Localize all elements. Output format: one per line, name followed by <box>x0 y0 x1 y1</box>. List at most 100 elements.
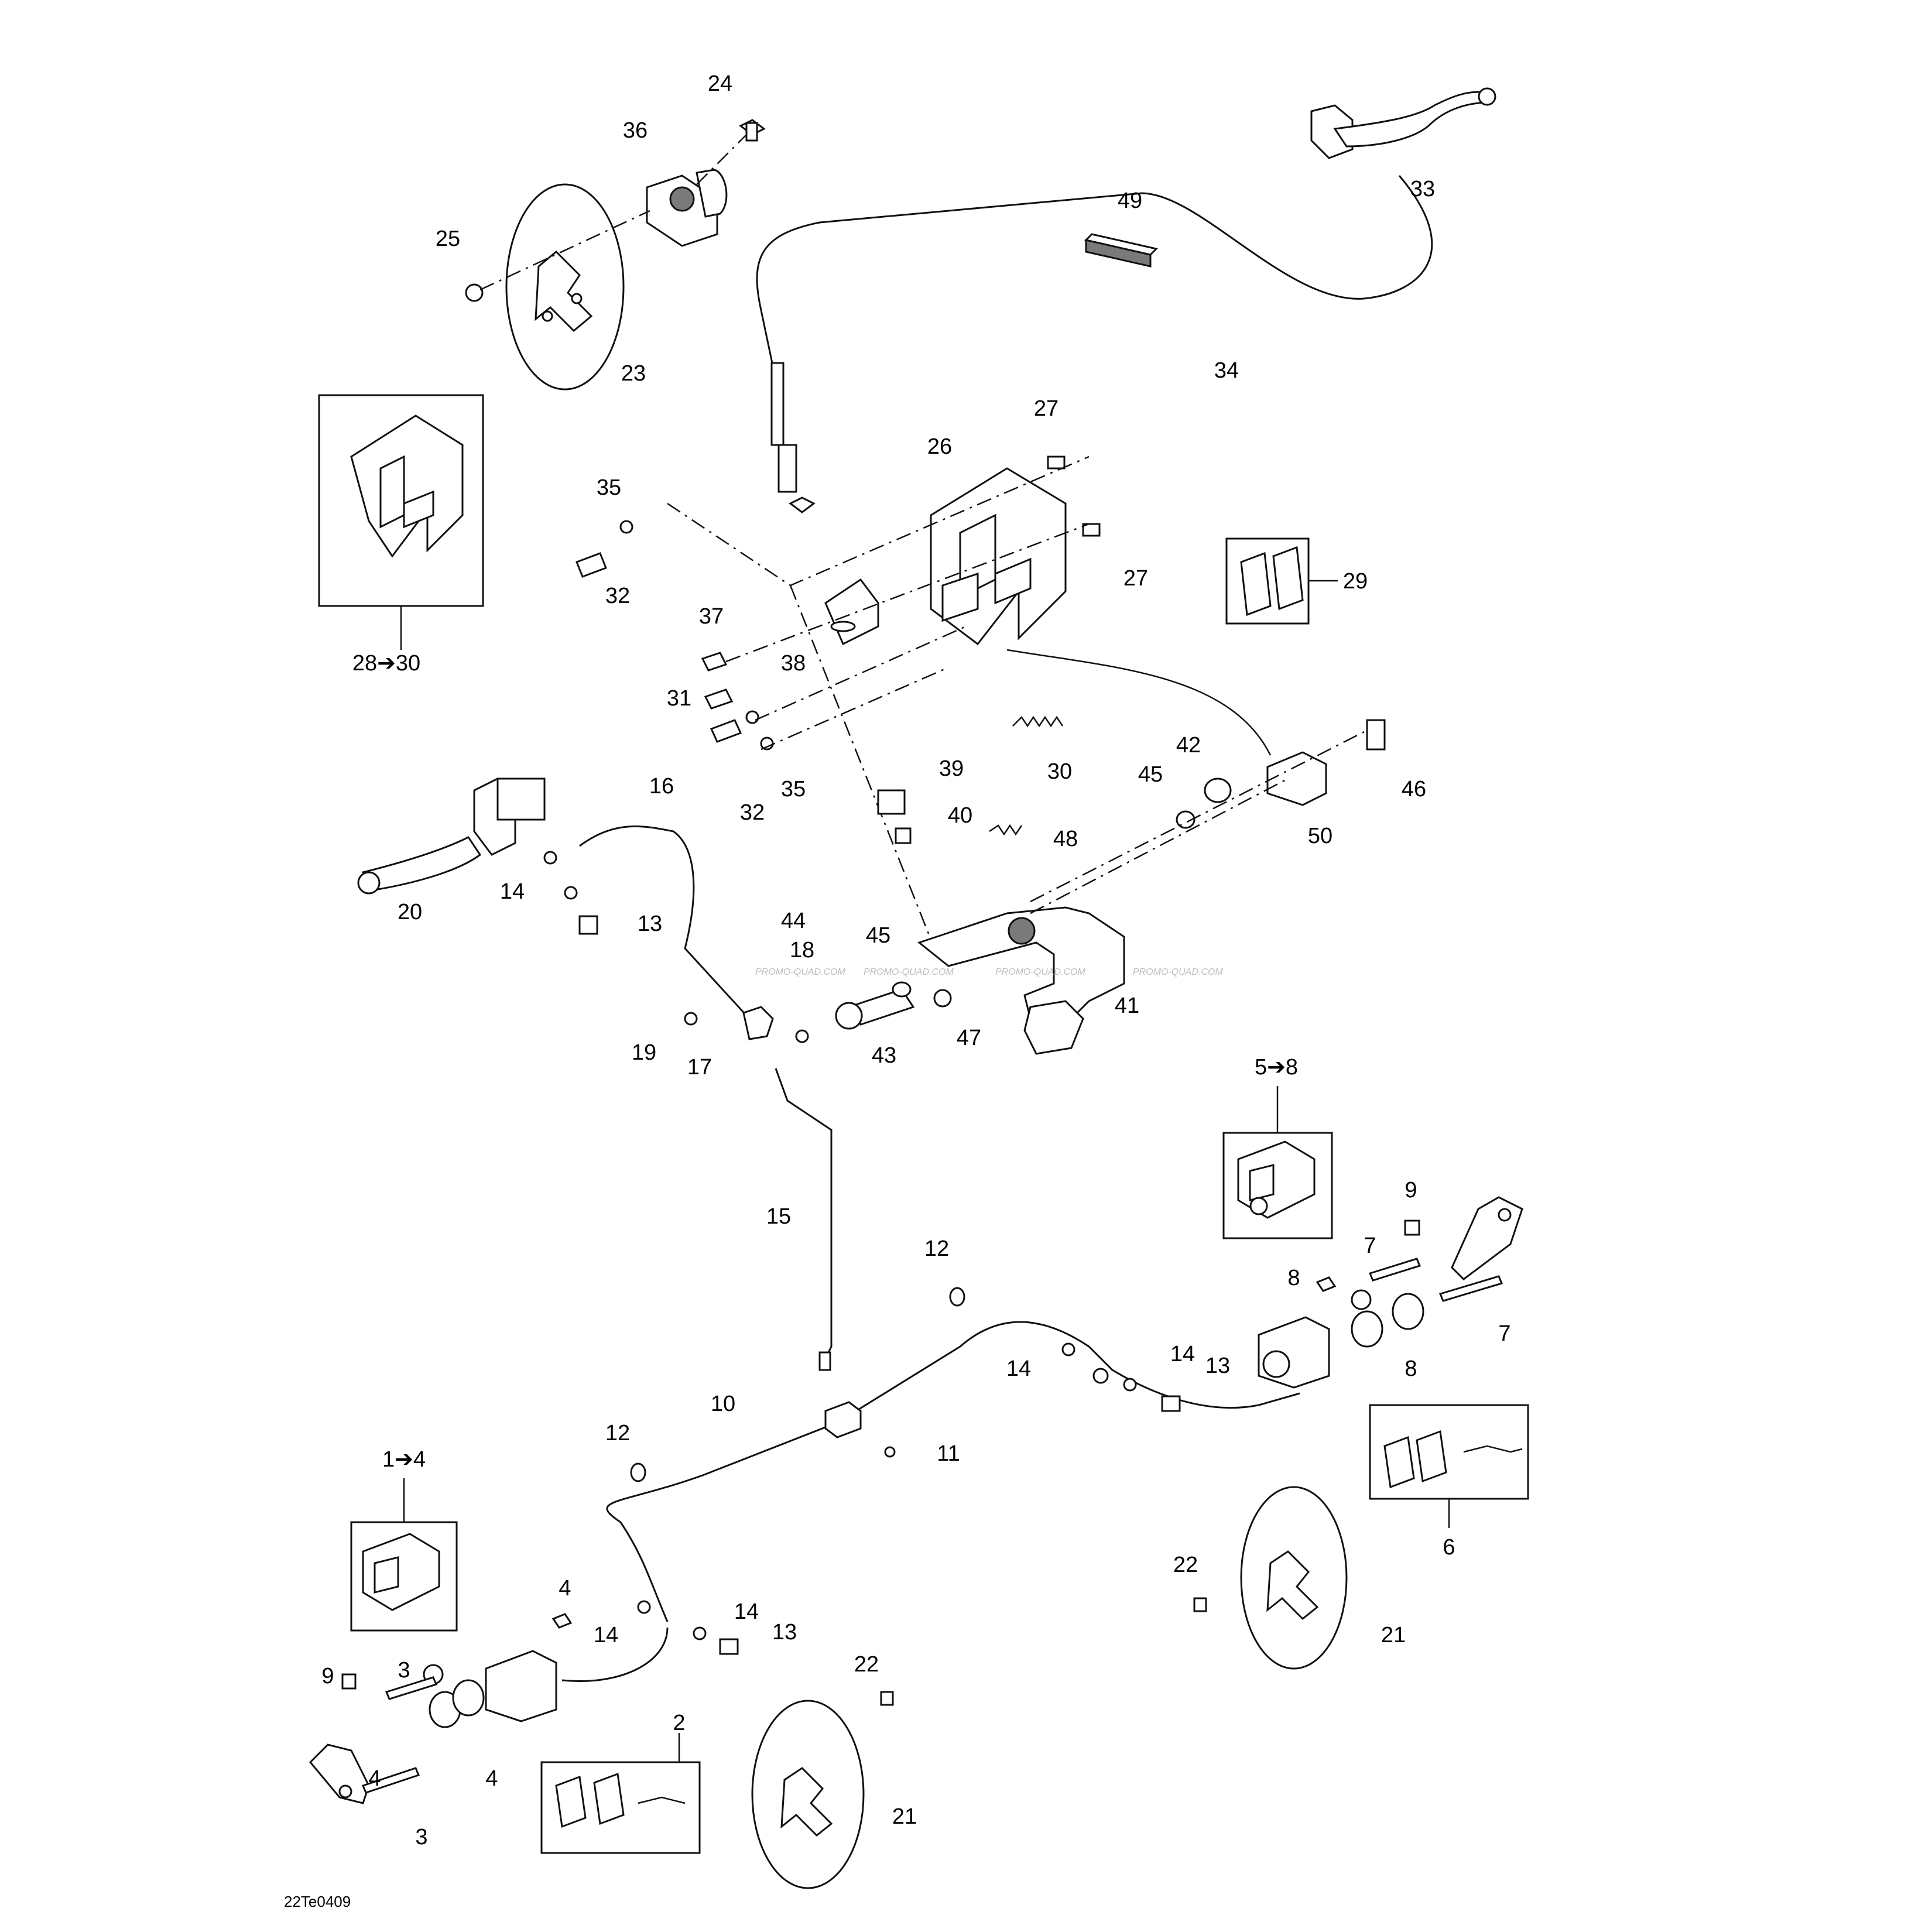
inset-box-5-8 <box>1222 1132 1333 1239</box>
bolt-22-left <box>880 1691 894 1706</box>
callout-c14a: 14 <box>500 879 525 904</box>
master-cylinder-20 <box>357 777 546 895</box>
callout-c10: 10 <box>711 1392 735 1416</box>
front-brake-disc-23 <box>505 183 625 390</box>
tee-fitting-10 <box>824 1401 896 1458</box>
brake-pedal-41 <box>917 906 1125 1055</box>
inset-box-1-4 <box>350 1521 458 1632</box>
brake-line-15 <box>775 1068 833 1371</box>
callout-c13b: 13 <box>1205 1354 1230 1378</box>
caliper-bracket-left <box>309 1743 370 1804</box>
bolt-9-left <box>341 1673 357 1690</box>
callout-c26: 26 <box>927 434 952 459</box>
callout-c3b: 3 <box>415 1825 427 1849</box>
watermark-4: PROMO-QUAD.COM <box>1133 967 1223 977</box>
parking-cable-34 <box>756 175 1433 513</box>
callout-c13c: 13 <box>772 1620 797 1645</box>
callout-c39: 39 <box>939 756 964 781</box>
callout-c14d: 14 <box>594 1623 618 1647</box>
bolt-9-right <box>1404 1220 1420 1236</box>
fittings-13-14-left <box>637 1600 739 1655</box>
callout-c43: 43 <box>872 1043 896 1068</box>
callout-c38: 38 <box>781 651 806 676</box>
hand-lever-33 <box>1310 87 1496 159</box>
inset-box-2 <box>540 1761 701 1854</box>
pivot-43 <box>835 988 915 1030</box>
callout-c2: 2 <box>673 1711 685 1735</box>
callout-c48: 48 <box>1053 827 1078 851</box>
caliper-bracket-right <box>1451 1196 1523 1280</box>
callout-c25: 25 <box>436 227 460 251</box>
callout-c13a: 13 <box>638 912 662 936</box>
callout-c27a: 27 <box>1034 396 1059 421</box>
inset-box-29 <box>1225 537 1310 625</box>
rear-disc-21-right <box>1240 1486 1348 1670</box>
callout-c7b: 7 <box>1498 1321 1510 1346</box>
link-39-40-48 <box>877 789 1023 844</box>
callout-c22b: 22 <box>854 1652 879 1677</box>
callout-c37: 37 <box>699 604 724 629</box>
callout-c16: 16 <box>649 774 674 799</box>
callout-c14e: 14 <box>734 1599 759 1624</box>
watermark-1: PROMO-QUAD.COM <box>755 967 845 977</box>
callout-c32b: 32 <box>740 800 765 825</box>
bolt-22-right <box>1193 1597 1207 1612</box>
callout-c46: 46 <box>1402 777 1426 801</box>
caliper-left <box>423 1613 573 1728</box>
bolts-31-32-37 <box>576 520 774 751</box>
caliper-right <box>1258 1276 1424 1389</box>
callout-c33: 33 <box>1410 177 1435 201</box>
callout-c6: 6 <box>1443 1535 1455 1560</box>
callout-c17: 17 <box>687 1055 712 1080</box>
callout-c11: 11 <box>937 1441 960 1466</box>
callout-c4b: 4 <box>368 1766 381 1791</box>
pedal-bracket-26 <box>930 467 1067 646</box>
callout-c22a: 22 <box>1173 1553 1198 1577</box>
callout-c14b: 14 <box>1170 1342 1195 1366</box>
cable-clip-49 <box>1084 233 1158 268</box>
bolt-27-top <box>1047 455 1066 470</box>
arrow-50-to-26 <box>1006 649 1272 756</box>
callout-c20: 20 <box>398 900 422 924</box>
callout-c3a: 3 <box>398 1658 410 1683</box>
callout-c15: 15 <box>766 1204 791 1229</box>
callout-c8b: 8 <box>1405 1356 1417 1381</box>
rear-disc-21-left <box>751 1700 865 1889</box>
inset-box-6 <box>1369 1404 1529 1500</box>
rear-brake-line-10 <box>561 1321 1300 1682</box>
callout-c2830: 28➔30 <box>352 651 420 676</box>
callout-c12a: 12 <box>924 1236 949 1261</box>
callout-c58: 5➔8 <box>1255 1055 1298 1080</box>
callout-c23: 23 <box>621 361 646 386</box>
callout-c9b: 9 <box>321 1664 334 1688</box>
nut-25 <box>465 283 484 302</box>
callout-c29: 29 <box>1343 569 1368 594</box>
clips-12 <box>630 1287 965 1482</box>
callout-c7a: 7 <box>1364 1234 1376 1258</box>
bolt-24 <box>739 119 766 142</box>
callout-c4a: 4 <box>559 1576 571 1601</box>
callout-c47: 47 <box>957 1026 981 1050</box>
callout-c18: 18 <box>790 938 814 962</box>
axis-line <box>479 134 747 291</box>
callout-c8a: 8 <box>1287 1266 1300 1290</box>
callout-c41: 41 <box>1115 994 1139 1018</box>
callout-c12b: 12 <box>605 1421 630 1445</box>
callout-c40: 40 <box>948 803 972 828</box>
pins-7-right <box>1368 1258 1503 1302</box>
brake-line-16 <box>579 825 751 1020</box>
spring-30 <box>1012 715 1064 728</box>
bracket-50 <box>1266 719 1386 806</box>
callout-c50: 50 <box>1308 824 1332 848</box>
axis-line-vertical <box>789 585 938 955</box>
callout-c36: 36 <box>623 118 648 143</box>
cable-bracket-38 <box>824 578 879 646</box>
callout-c14: 1➔4 <box>382 1447 426 1472</box>
callout-c45b: 45 <box>866 923 890 948</box>
watermark-2: PROMO-QUAD.COM <box>864 967 954 977</box>
callout-c4c: 4 <box>485 1766 498 1791</box>
washers-45-47 <box>892 981 952 1008</box>
